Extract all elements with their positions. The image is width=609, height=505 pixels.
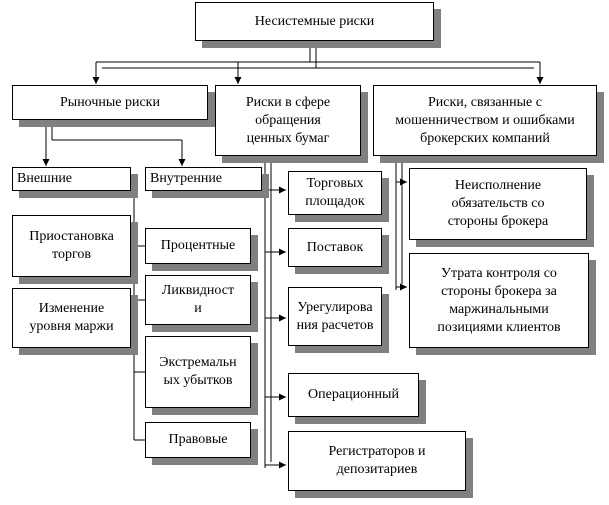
internal-item-liquidity: Ликвидност и [145, 275, 251, 325]
internal-risks-node: Внутренние [145, 167, 262, 191]
external-item-trading-halt: Приостановка торгов [12, 215, 131, 277]
securities-item-trading-venues: Торговых площадок [288, 171, 382, 215]
market-risks-node: Рыночные риски [12, 85, 208, 120]
securities-risks-node: Риски в сфере обращения ценных бумаг [215, 85, 361, 156]
fraud-item-margin-control-loss: Утрата контроля со стороны брокера за ма… [409, 253, 589, 348]
fraud-item-broker-default: Неисполнение обязательств со стороны бро… [409, 168, 587, 240]
root-node: Несистемные риски [195, 2, 434, 41]
fraud-risks-node: Риски, связанные с мошенничеством и ошиб… [373, 85, 597, 156]
securities-item-operational: Операционный [288, 373, 419, 417]
securities-item-registrars: Регистраторов и депозитариев [288, 431, 466, 491]
securities-item-deliveries: Поставок [288, 228, 382, 267]
external-risks-node: Внешние [12, 167, 131, 191]
securities-item-settlement: Урегулирова ния расчетов [288, 287, 382, 346]
internal-item-legal: Правовые [145, 422, 251, 458]
external-item-margin-change: Изменение уровня маржи [12, 288, 131, 348]
internal-item-interest: Процентные [145, 228, 251, 264]
internal-item-extreme-losses: Экстремальн ых убытков [145, 336, 251, 408]
